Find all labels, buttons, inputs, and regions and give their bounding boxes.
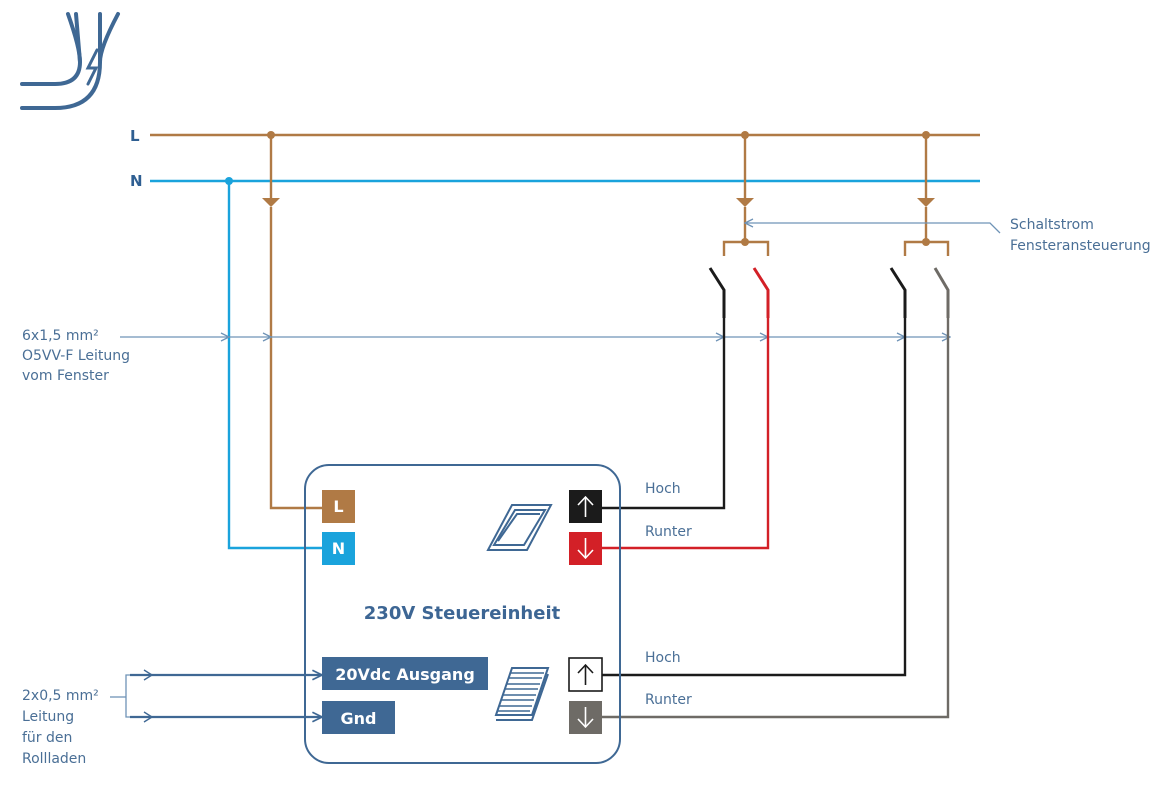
wire-shutter-down	[602, 318, 950, 719]
window-up-label: Hoch	[645, 481, 681, 497]
cable-6x15-line3: vom Fenster	[22, 368, 109, 384]
terminal-l	[322, 490, 355, 523]
arrow-up-icon	[577, 663, 594, 685]
gnd-label: Gnd	[341, 709, 377, 728]
wire-window-down	[602, 318, 770, 550]
gnd-box	[322, 701, 395, 734]
wire-shutter-up	[602, 318, 907, 677]
control-unit-title: 230V Steuereinheit	[364, 603, 561, 624]
shutter-up-label: Hoch	[645, 650, 681, 666]
window-down-label: Runter	[645, 524, 692, 540]
schaltstrom-pointer	[745, 223, 1001, 234]
roller-shutter-icon	[494, 667, 550, 721]
control-unit-box	[304, 464, 621, 764]
cable-2x05-line1: 2x0,5 mm²	[22, 688, 99, 704]
phase-feed-wire	[262, 135, 322, 510]
neutral-feed-wire	[227, 181, 322, 550]
terminal-l-label: L	[333, 497, 343, 516]
shutter-up-terminal	[568, 657, 603, 692]
cable-6x15-line2: O5VV-F Leitung	[22, 348, 130, 364]
rail-l-label: L	[130, 127, 140, 145]
switch-shutter	[889, 135, 950, 318]
cable-6x15-line1: 6x1,5 mm²	[22, 328, 99, 344]
roof-window-icon	[486, 504, 553, 551]
rail-n-label: N	[130, 172, 143, 190]
cable-2x05-line3: für den	[22, 730, 72, 746]
cable-lightning-icon	[20, 12, 120, 110]
chevron-icon	[143, 669, 154, 681]
cable-2x05-line4: Rollladen	[22, 751, 86, 767]
arrow-down-icon	[577, 707, 594, 729]
arrow-down-icon	[577, 538, 594, 560]
shutter-down-label: Runter	[645, 692, 692, 708]
cable-2x05-bracket	[110, 674, 152, 718]
output-20vdc-label: 20Vdc Ausgang	[335, 665, 475, 684]
terminal-n-label: N	[332, 539, 345, 558]
switch-window	[708, 135, 770, 318]
chevron-icon	[143, 711, 154, 723]
output-20vdc-box	[322, 657, 488, 690]
fensteransteuerung-label: Fensteransteuerung	[1010, 238, 1151, 254]
schaltstrom-label: Schaltstrom	[1010, 217, 1094, 233]
cable-2x05-line2: Leitung	[22, 709, 74, 725]
terminal-n	[322, 532, 355, 565]
arrow-up-icon	[577, 495, 594, 517]
wire-window-up	[602, 318, 726, 510]
